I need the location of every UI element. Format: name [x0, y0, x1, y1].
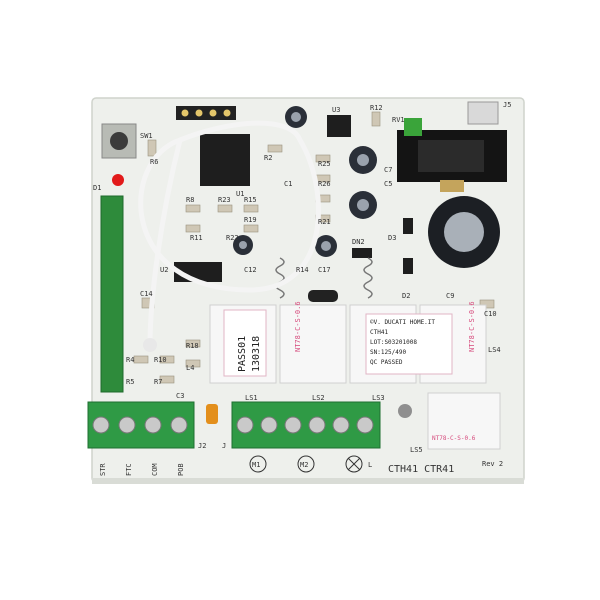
ref-dn2: DN2	[352, 238, 365, 246]
passo-line1: PASS01	[237, 336, 248, 372]
ref-c3: C3	[176, 392, 184, 400]
ref-r21: R21	[318, 218, 331, 226]
ls1-label: LS1	[245, 394, 258, 402]
ref-r11: R11	[190, 234, 203, 242]
terminal-block-left	[87, 401, 195, 449]
ref-c10: C10	[484, 310, 497, 318]
trimmer	[404, 118, 422, 136]
j5-connector	[467, 101, 499, 125]
ferrite-bead	[308, 290, 338, 302]
qc-line3: LOT:S03201008	[370, 339, 417, 346]
lamp-symbol	[345, 455, 363, 473]
mounting-pad	[398, 404, 412, 418]
wire-end	[143, 338, 157, 352]
ref-u1: U1	[236, 190, 244, 198]
ls3-label: LS3	[372, 394, 385, 402]
ref-r7: R7	[154, 378, 162, 386]
m2-label: M2	[300, 461, 308, 469]
diodes	[352, 218, 413, 274]
terminal-com: COM	[151, 463, 159, 476]
qc-line4: SN:125/490	[370, 349, 407, 356]
ref-r14: R14	[296, 266, 309, 274]
relay-marking-ls4: NT78-C-S-0.6	[468, 301, 476, 352]
m2-symbol	[297, 455, 315, 473]
springs	[275, 257, 373, 299]
push-switch	[101, 123, 137, 159]
ref-r26: R26	[318, 180, 331, 188]
ref-r8: R8	[186, 196, 194, 204]
m1-label: M1	[252, 461, 260, 469]
tantalum-cap	[206, 404, 218, 424]
relay-ls2	[279, 304, 347, 384]
ref-r4: R4	[126, 356, 134, 364]
ic-u1	[200, 134, 250, 186]
ref-c14: C14	[140, 290, 153, 298]
ref-r5: R5	[126, 378, 134, 386]
j5-label: J5	[503, 101, 511, 109]
ref-d2: D2	[402, 292, 410, 300]
capacitors	[233, 106, 500, 268]
qc-line1: ©V. DUCATI HOME.IT	[370, 319, 435, 326]
j2-label: J2	[198, 442, 206, 450]
ref-r23: R23	[218, 196, 231, 204]
ref-r15: R15	[244, 196, 257, 204]
model-label: CTH41 CTR41	[388, 464, 454, 475]
m1-symbol	[249, 455, 267, 473]
ic-u3	[327, 115, 351, 137]
ls2-label: LS2	[312, 394, 325, 402]
terminal-str: STR	[99, 463, 107, 476]
relay-marking-ls2: NT78-C-S-0.6	[294, 301, 302, 352]
ref-r19: R19	[244, 216, 257, 224]
ref-d1: D1	[93, 184, 101, 192]
ls4-label: LS4	[488, 346, 501, 354]
ref-r6: R6	[150, 158, 158, 166]
ref-r25: R25	[318, 160, 331, 168]
rev-label: Rev 2	[482, 460, 503, 468]
antenna-module	[100, 195, 124, 393]
ref-r22: R22	[226, 234, 239, 242]
ref-u3: U3	[332, 106, 340, 114]
ref-c12: C12	[244, 266, 257, 274]
pin-header	[176, 106, 236, 120]
ref-c7: C7	[384, 166, 392, 174]
ref-c1: C1	[284, 180, 292, 188]
designators: SW1 D1 R6 U1 U2 U3 R2 R12 RV1 R25 R26 R1…	[93, 104, 497, 400]
j1-label: J	[222, 442, 226, 450]
heatsink	[397, 130, 507, 192]
ref-l4: L4	[186, 364, 194, 372]
ref-c5: C5	[384, 180, 392, 188]
relay-ls5	[427, 392, 501, 450]
ref-sw1: SW1	[140, 132, 153, 140]
ref-r2: R2	[264, 154, 272, 162]
terminal-block-right	[231, 401, 381, 449]
ref-c17: C17	[318, 266, 331, 274]
antenna-wire	[138, 120, 321, 346]
qc-sticker	[365, 313, 453, 375]
ls5-label: LS5	[410, 446, 423, 454]
qc-line2: CTH41	[370, 329, 388, 336]
ref-u2: U2	[160, 266, 168, 274]
lamp-label: L	[368, 461, 372, 469]
ref-rv1: RV1	[392, 116, 405, 124]
led-red	[112, 174, 124, 186]
board-edge	[92, 478, 524, 484]
relay-marking-ls5: NT78-C-S-0.6	[432, 435, 476, 442]
ref-r18: R18	[186, 342, 199, 350]
ref-r10: R10	[154, 356, 167, 364]
terminal-ftc: FTC	[125, 463, 133, 476]
passo-sticker	[223, 309, 267, 377]
qc-line5: QC PASSED	[370, 359, 403, 366]
ref-d3: D3	[388, 234, 396, 242]
ref-r12: R12	[370, 104, 383, 112]
passo-line2: 130318	[251, 336, 262, 372]
terminal-pob: POB	[177, 463, 185, 476]
ref-c9: C9	[446, 292, 454, 300]
